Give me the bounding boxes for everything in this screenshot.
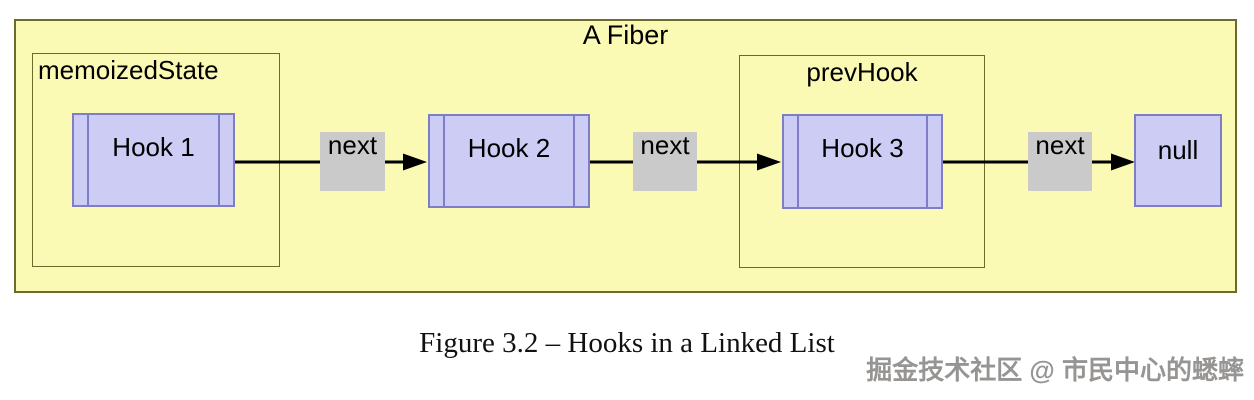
node-hook-1: Hook 1 (72, 113, 235, 207)
node-hook-2-left-divider (443, 116, 445, 206)
node-null-label: null (1157, 135, 1199, 165)
prevhook-label: prevHook (806, 57, 918, 87)
node-null: null (1134, 114, 1222, 207)
node-hook-3: Hook 3 (782, 114, 943, 209)
node-hook-3-label: Hook 3 (821, 133, 904, 163)
node-hook-1-left-divider (87, 115, 89, 205)
edge-next-box-1: next (320, 132, 385, 191)
node-hook-1-label: Hook 1 (112, 132, 195, 162)
fiber-title: A Fiber (582, 20, 669, 50)
edge-next-box-3: next (1028, 132, 1092, 191)
edge-next-label-1: next (327, 130, 378, 160)
edge-next-label-3: next (1035, 130, 1085, 160)
node-hook-2-label: Hook 2 (467, 133, 551, 163)
node-hook-3-left-divider (797, 116, 799, 207)
edge-next-label-2: next (640, 130, 690, 160)
node-hook-2-right-divider (573, 116, 575, 206)
watermark-text: 掘金技术社区 @ 市民中心的蟋蟀 (866, 355, 1244, 385)
node-hook-2: Hook 2 (428, 114, 590, 208)
figure-caption: Figure 3.2 – Hooks in a Linked List (419, 327, 835, 359)
edge-next-box-2: next (633, 132, 697, 191)
memoizedstate-label: memoizedState (38, 55, 219, 85)
node-hook-3-right-divider (926, 116, 928, 207)
memoizedstate-cluster-box: memoizedState (32, 53, 280, 267)
node-hook-1-right-divider (218, 115, 220, 205)
